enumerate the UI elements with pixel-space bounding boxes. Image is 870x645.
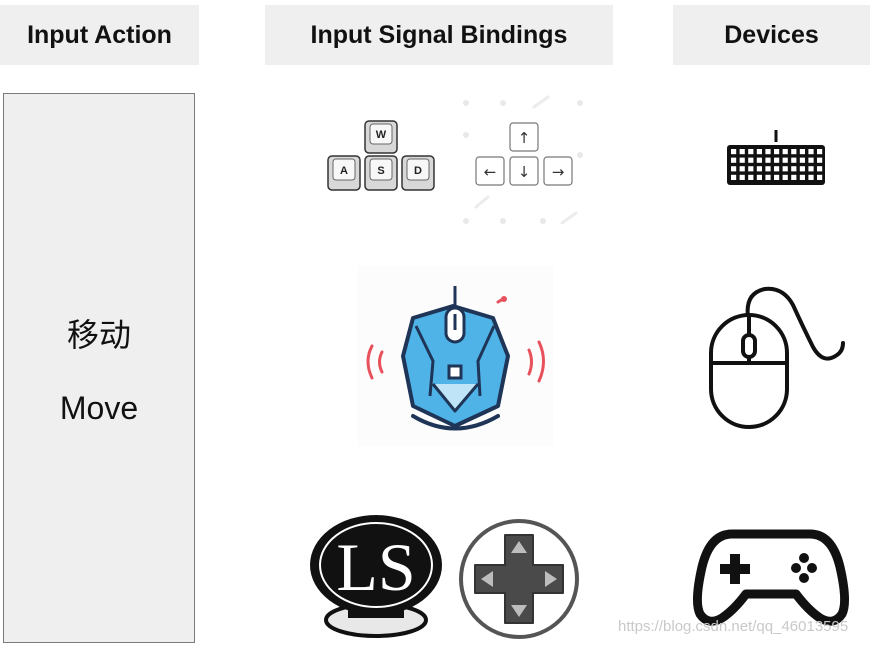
- keyboard-key: [791, 157, 797, 163]
- arrow-up-label: ↑: [518, 129, 531, 147]
- keyboard-key: [774, 149, 780, 155]
- keyboard-key: [774, 157, 780, 163]
- keyboard-key: [791, 149, 797, 155]
- mouse-icon: [709, 286, 845, 429]
- action-label-cn: 移动: [66, 316, 131, 354]
- keyboard-key: [765, 174, 771, 180]
- keyboard-key: [791, 174, 797, 180]
- header-devices: Devices: [673, 5, 870, 65]
- gaming-mouse-icon: [358, 266, 553, 446]
- arrow-left-label: ←: [484, 163, 497, 181]
- header-input-action: Input Action: [0, 5, 199, 65]
- keyboard-key: [799, 157, 805, 163]
- keyboard-key: [748, 149, 754, 155]
- keycap-a: A: [327, 155, 361, 191]
- left-stick-icon: LS: [310, 515, 442, 638]
- left-stick-label: LS: [336, 529, 415, 605]
- keyboard-key: [731, 174, 737, 180]
- keyboard-key: [808, 174, 814, 180]
- keyboard-key: [748, 166, 754, 172]
- watermark-text: https://blog.csdn.net/qq_46013595: [618, 618, 849, 635]
- action-label-en: Move: [59, 390, 139, 426]
- input-action-box: 移动 Move: [3, 93, 195, 643]
- keyboard-key: [765, 166, 771, 172]
- arrow-right-label: →: [552, 163, 565, 181]
- keyboard-key: [731, 166, 737, 172]
- keyboard-key: [731, 149, 737, 155]
- keycap-s-label: S: [377, 165, 384, 177]
- keycap-w: W: [364, 120, 398, 154]
- keyboard-key: [782, 149, 788, 155]
- keyboard-icon: [727, 130, 825, 185]
- keyboard-key: [739, 149, 745, 155]
- keyboard-key: [782, 166, 788, 172]
- keyboard-key: [782, 157, 788, 163]
- keyboard-key: [774, 174, 780, 180]
- keyboard-key: [739, 157, 745, 163]
- keyboard-key: [817, 149, 823, 155]
- keyboard-key: [808, 166, 814, 172]
- keycap-a-label: A: [340, 165, 348, 177]
- keyboard-key: [756, 166, 762, 172]
- keyboard-key: [731, 157, 737, 163]
- arrow-down-label: ↓: [518, 163, 531, 181]
- dpad-icon: [459, 519, 579, 639]
- keyboard-key: [765, 149, 771, 155]
- keyboard-key: [808, 149, 814, 155]
- keyboard-key: [756, 157, 762, 163]
- header-input-signal-bindings: Input Signal Bindings: [265, 5, 613, 65]
- keyboard-key: [808, 157, 814, 163]
- keyboard-key: [765, 157, 771, 163]
- keyboard-key: [782, 174, 788, 180]
- keycap-d-label: D: [414, 165, 422, 177]
- arrow-keys-icon: ↑ ← ↓ →: [463, 95, 583, 225]
- keycap-d: D: [401, 155, 435, 191]
- keyboard-key: [756, 149, 762, 155]
- wasd-keys-icon: W A S D: [327, 120, 435, 191]
- keyboard-key: [791, 166, 797, 172]
- keyboard-key: [756, 174, 762, 180]
- keyboard-key: [739, 174, 745, 180]
- keyboard-key: [799, 166, 805, 172]
- keyboard-key: [817, 157, 823, 163]
- keycap-w-label: W: [376, 129, 387, 141]
- keyboard-key: [817, 166, 823, 172]
- gamepad-icon: [692, 529, 850, 626]
- keyboard-key: [799, 149, 805, 155]
- keyboard-key: [774, 166, 780, 172]
- keyboard-key: [748, 174, 754, 180]
- keyboard-key: [748, 157, 754, 163]
- keyboard-key: [817, 174, 823, 180]
- keyboard-key: [739, 166, 745, 172]
- keycap-s: S: [364, 155, 398, 191]
- keyboard-key: [799, 174, 805, 180]
